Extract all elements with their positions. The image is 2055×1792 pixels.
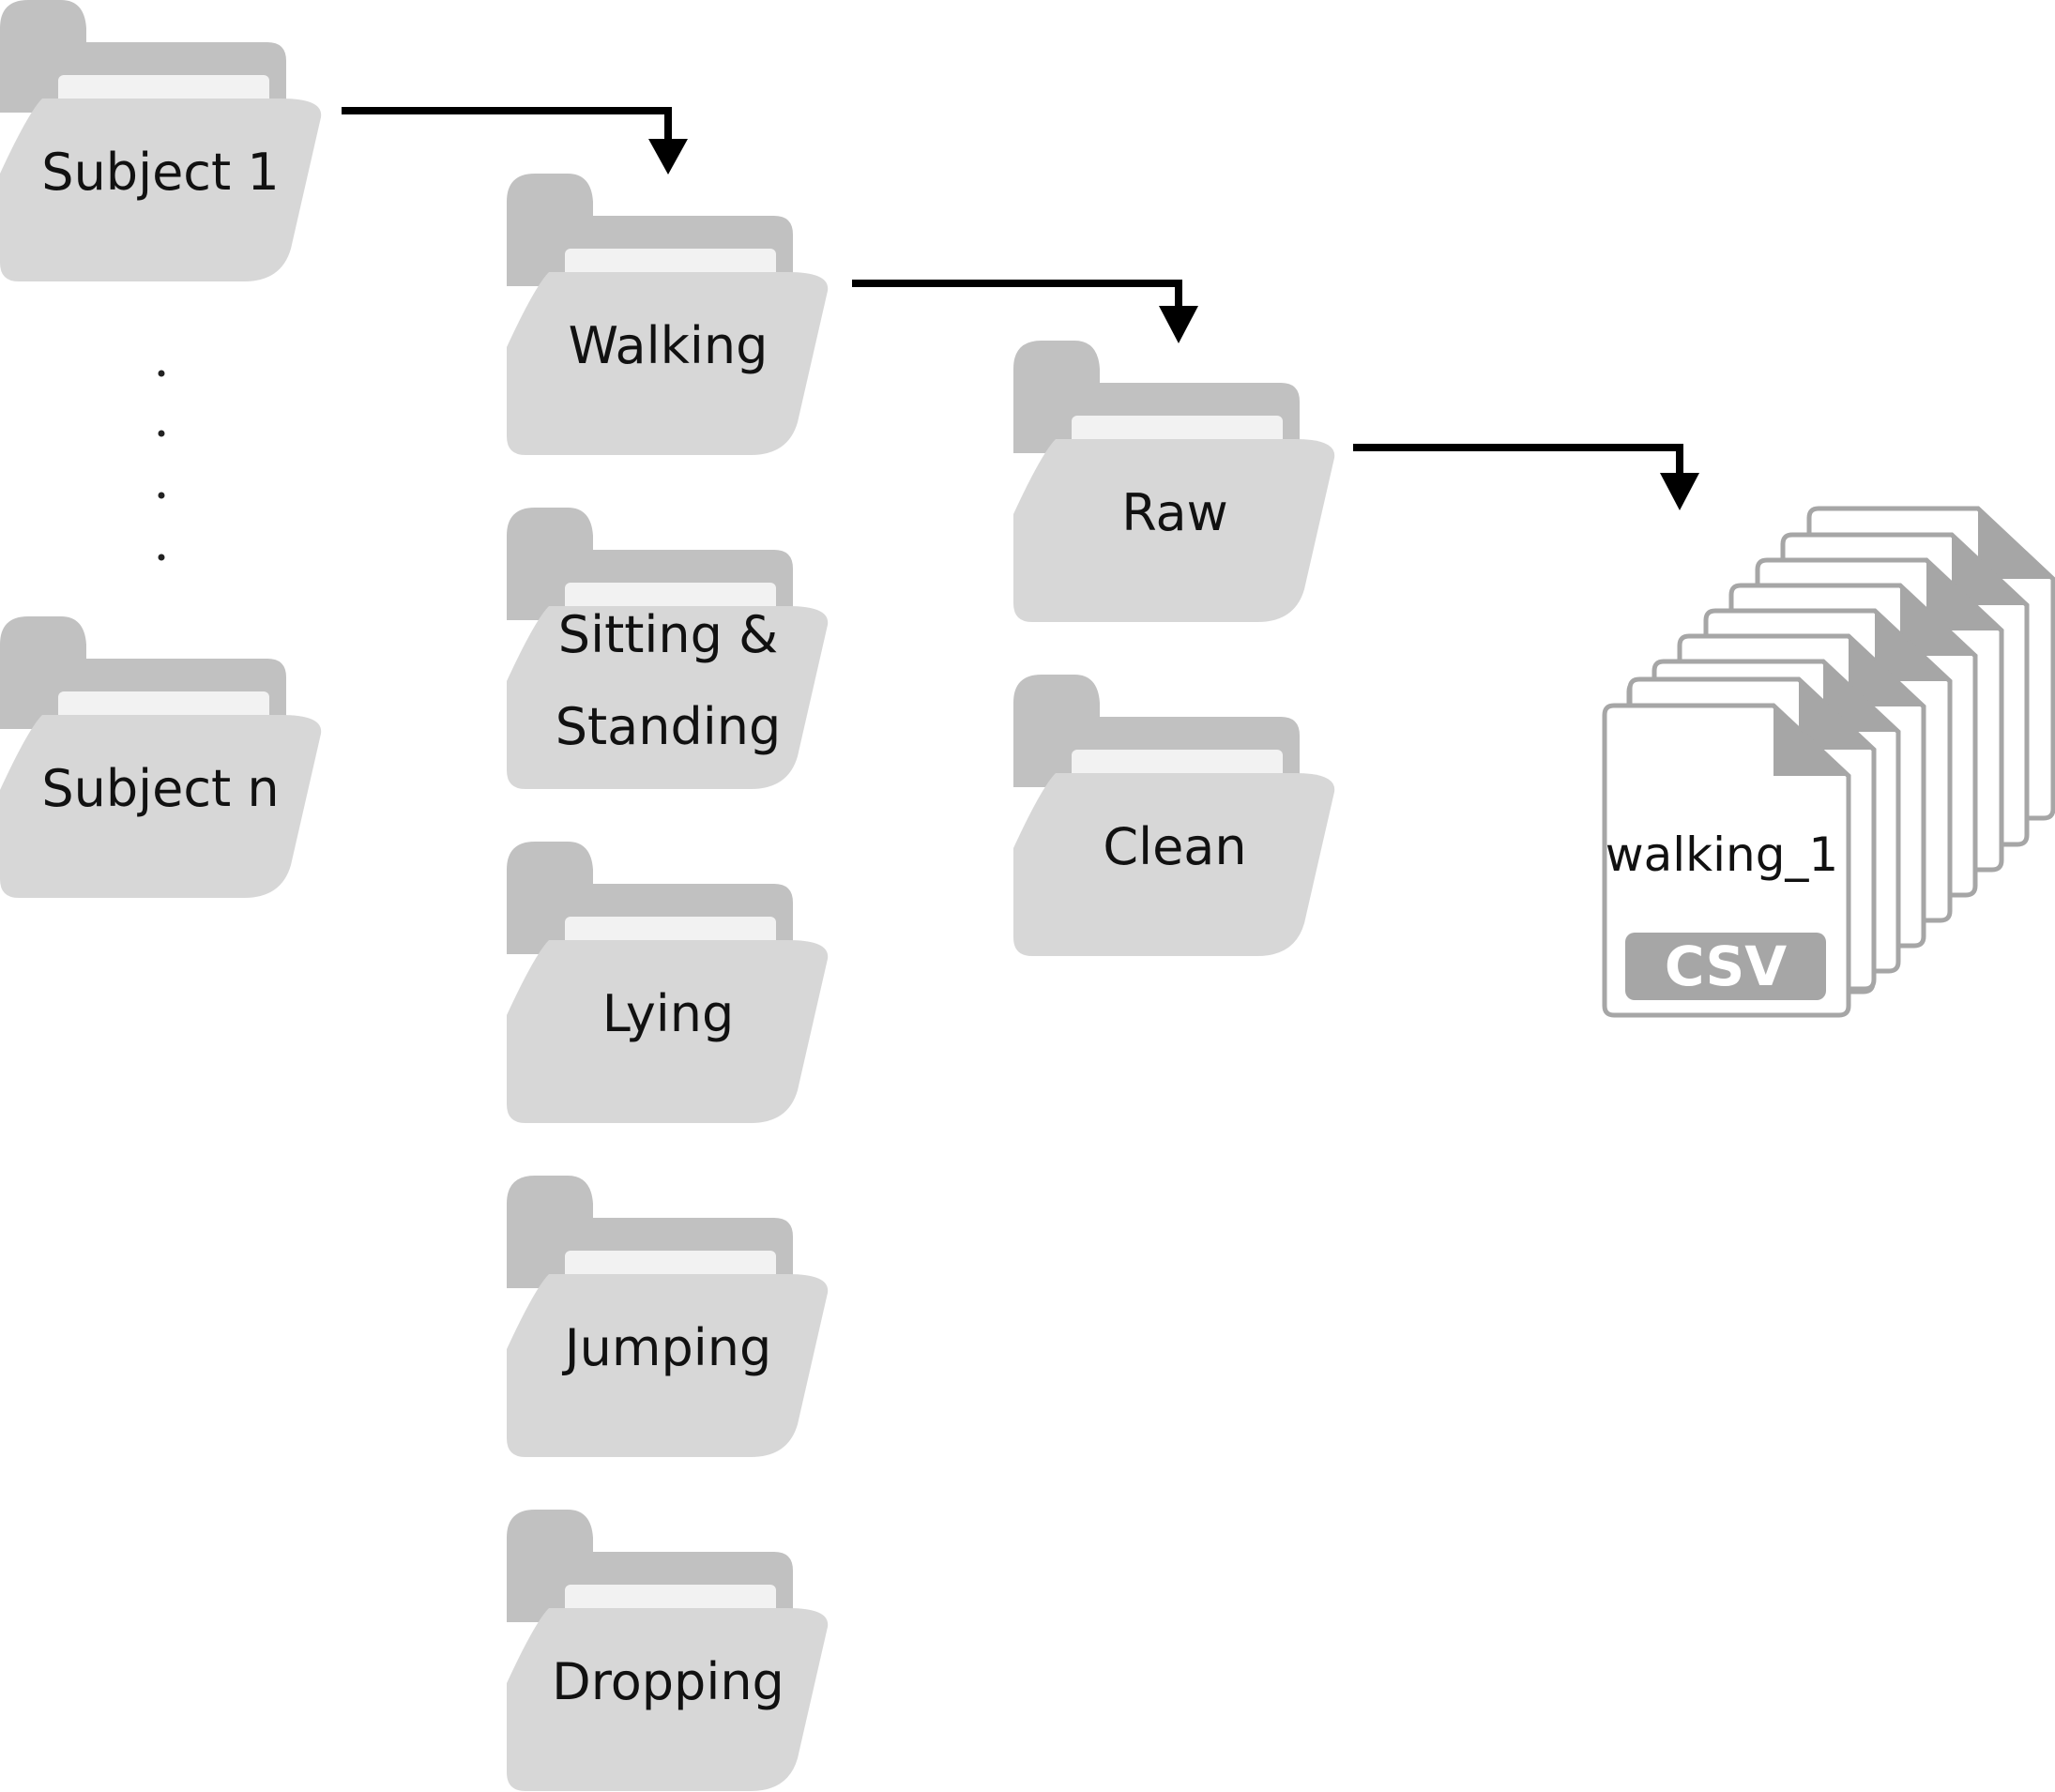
csv-file-stack[interactable]: walking_1 CSV (1605, 509, 2053, 1015)
folder-icon (507, 1176, 829, 1457)
folder-dropping[interactable]: Dropping (507, 1510, 829, 1791)
folder-icon (1013, 675, 1335, 956)
folder-icon (507, 842, 829, 1123)
folder-icon (0, 0, 322, 281)
folder-label: Subject 1 (41, 143, 279, 202)
folder-icon (1013, 341, 1335, 622)
vertical-ellipsis (158, 370, 165, 561)
folder-label: Subject n (41, 759, 279, 818)
folder-label: Dropping (552, 1652, 784, 1711)
folder-jumping[interactable]: Jumping (507, 1176, 829, 1457)
folder-clean[interactable]: Clean (1013, 675, 1335, 956)
folder-subject-n[interactable]: Subject n (0, 616, 322, 898)
folder-subject-1[interactable]: Subject 1 (0, 0, 322, 281)
folder-sitting-standing[interactable]: Sitting & Standing (507, 508, 829, 789)
folder-label: Walking (569, 316, 769, 375)
folder-label: Raw (1121, 483, 1228, 542)
folder-raw[interactable]: Raw (1013, 341, 1335, 622)
folder-walking[interactable]: Walking (507, 174, 829, 455)
folder-label-line-1: Sitting & (558, 605, 778, 664)
csv-file-icon[interactable]: walking_1 CSV (1605, 706, 1849, 1015)
csv-badge (1625, 933, 1826, 1000)
arrow-walking-to-raw (852, 280, 1198, 343)
folder-icon (507, 174, 829, 455)
arrow-subject-to-walking (342, 107, 688, 175)
file-name-label: walking_1 (1606, 828, 1839, 882)
folder-label: Clean (1103, 817, 1246, 876)
folder-lying[interactable]: Lying (507, 842, 829, 1123)
folder-label-line-2: Standing (556, 697, 782, 756)
folder-label: Jumping (562, 1318, 772, 1377)
csv-badge-label: CSV (1665, 934, 1787, 998)
folder-icon (0, 616, 322, 898)
arrow-raw-to-files (1353, 444, 1699, 510)
folder-label: Lying (602, 984, 735, 1043)
folder-icon (507, 1510, 829, 1791)
